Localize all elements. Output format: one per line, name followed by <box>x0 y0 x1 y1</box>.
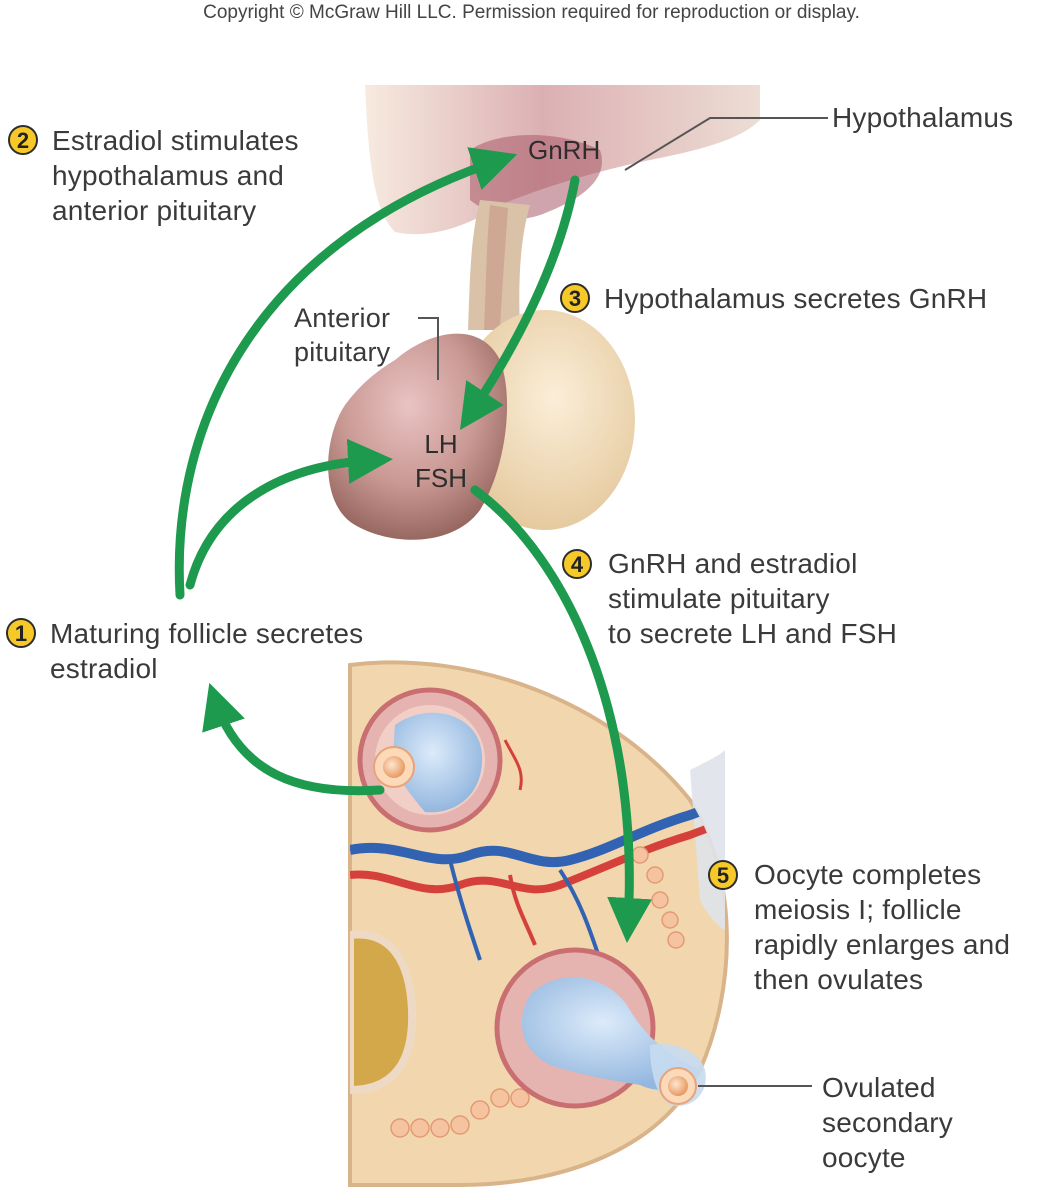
ovary <box>348 660 729 1187</box>
hypothalamus-label: Hypothalamus <box>832 102 1014 133</box>
arrow-lh-fsh-to-ovary <box>470 485 653 943</box>
lh-label: LH <box>424 429 458 459</box>
step-5-badge: 5 <box>708 860 738 890</box>
step-3-badge: 3 <box>560 283 590 313</box>
step-3-text: Hypothalamus secretes GnRH <box>604 283 988 314</box>
step-5-text: Oocyte completes meiosis I; follicle rap… <box>754 859 1011 995</box>
feedback-arrows <box>174 147 653 943</box>
step-4-text: GnRH and estradiol stimulate pituitary t… <box>608 548 897 649</box>
leader-lines <box>418 117 828 1087</box>
arrow-gnrh-to-pituitary <box>460 175 580 430</box>
step-4-badge: 4 <box>562 549 592 579</box>
arrow-follicle-to-estradiol <box>202 682 385 796</box>
vein <box>350 795 727 867</box>
anterior-pituitary-label: Anterior pituitary <box>294 303 391 367</box>
arrow-estradiol-to-hypothalamus <box>174 147 518 600</box>
copyright-notice: Copyright © McGraw Hill LLC. Permission … <box>203 2 860 23</box>
step-1-badge: 1 <box>6 618 36 648</box>
step-2-text: Estradiol stimulates hypothalamus and an… <box>52 125 299 226</box>
arrow-estradiol-to-pituitary <box>185 438 393 590</box>
step-1-text: Maturing follicle secretes estradiol <box>50 618 364 684</box>
ovulated-oocyte-label: Ovulated secondary oocyte <box>822 1072 953 1173</box>
gnrh-label: GnRH <box>528 135 601 165</box>
fsh-label: FSH <box>415 463 467 493</box>
step-2-badge: 2 <box>8 125 38 155</box>
